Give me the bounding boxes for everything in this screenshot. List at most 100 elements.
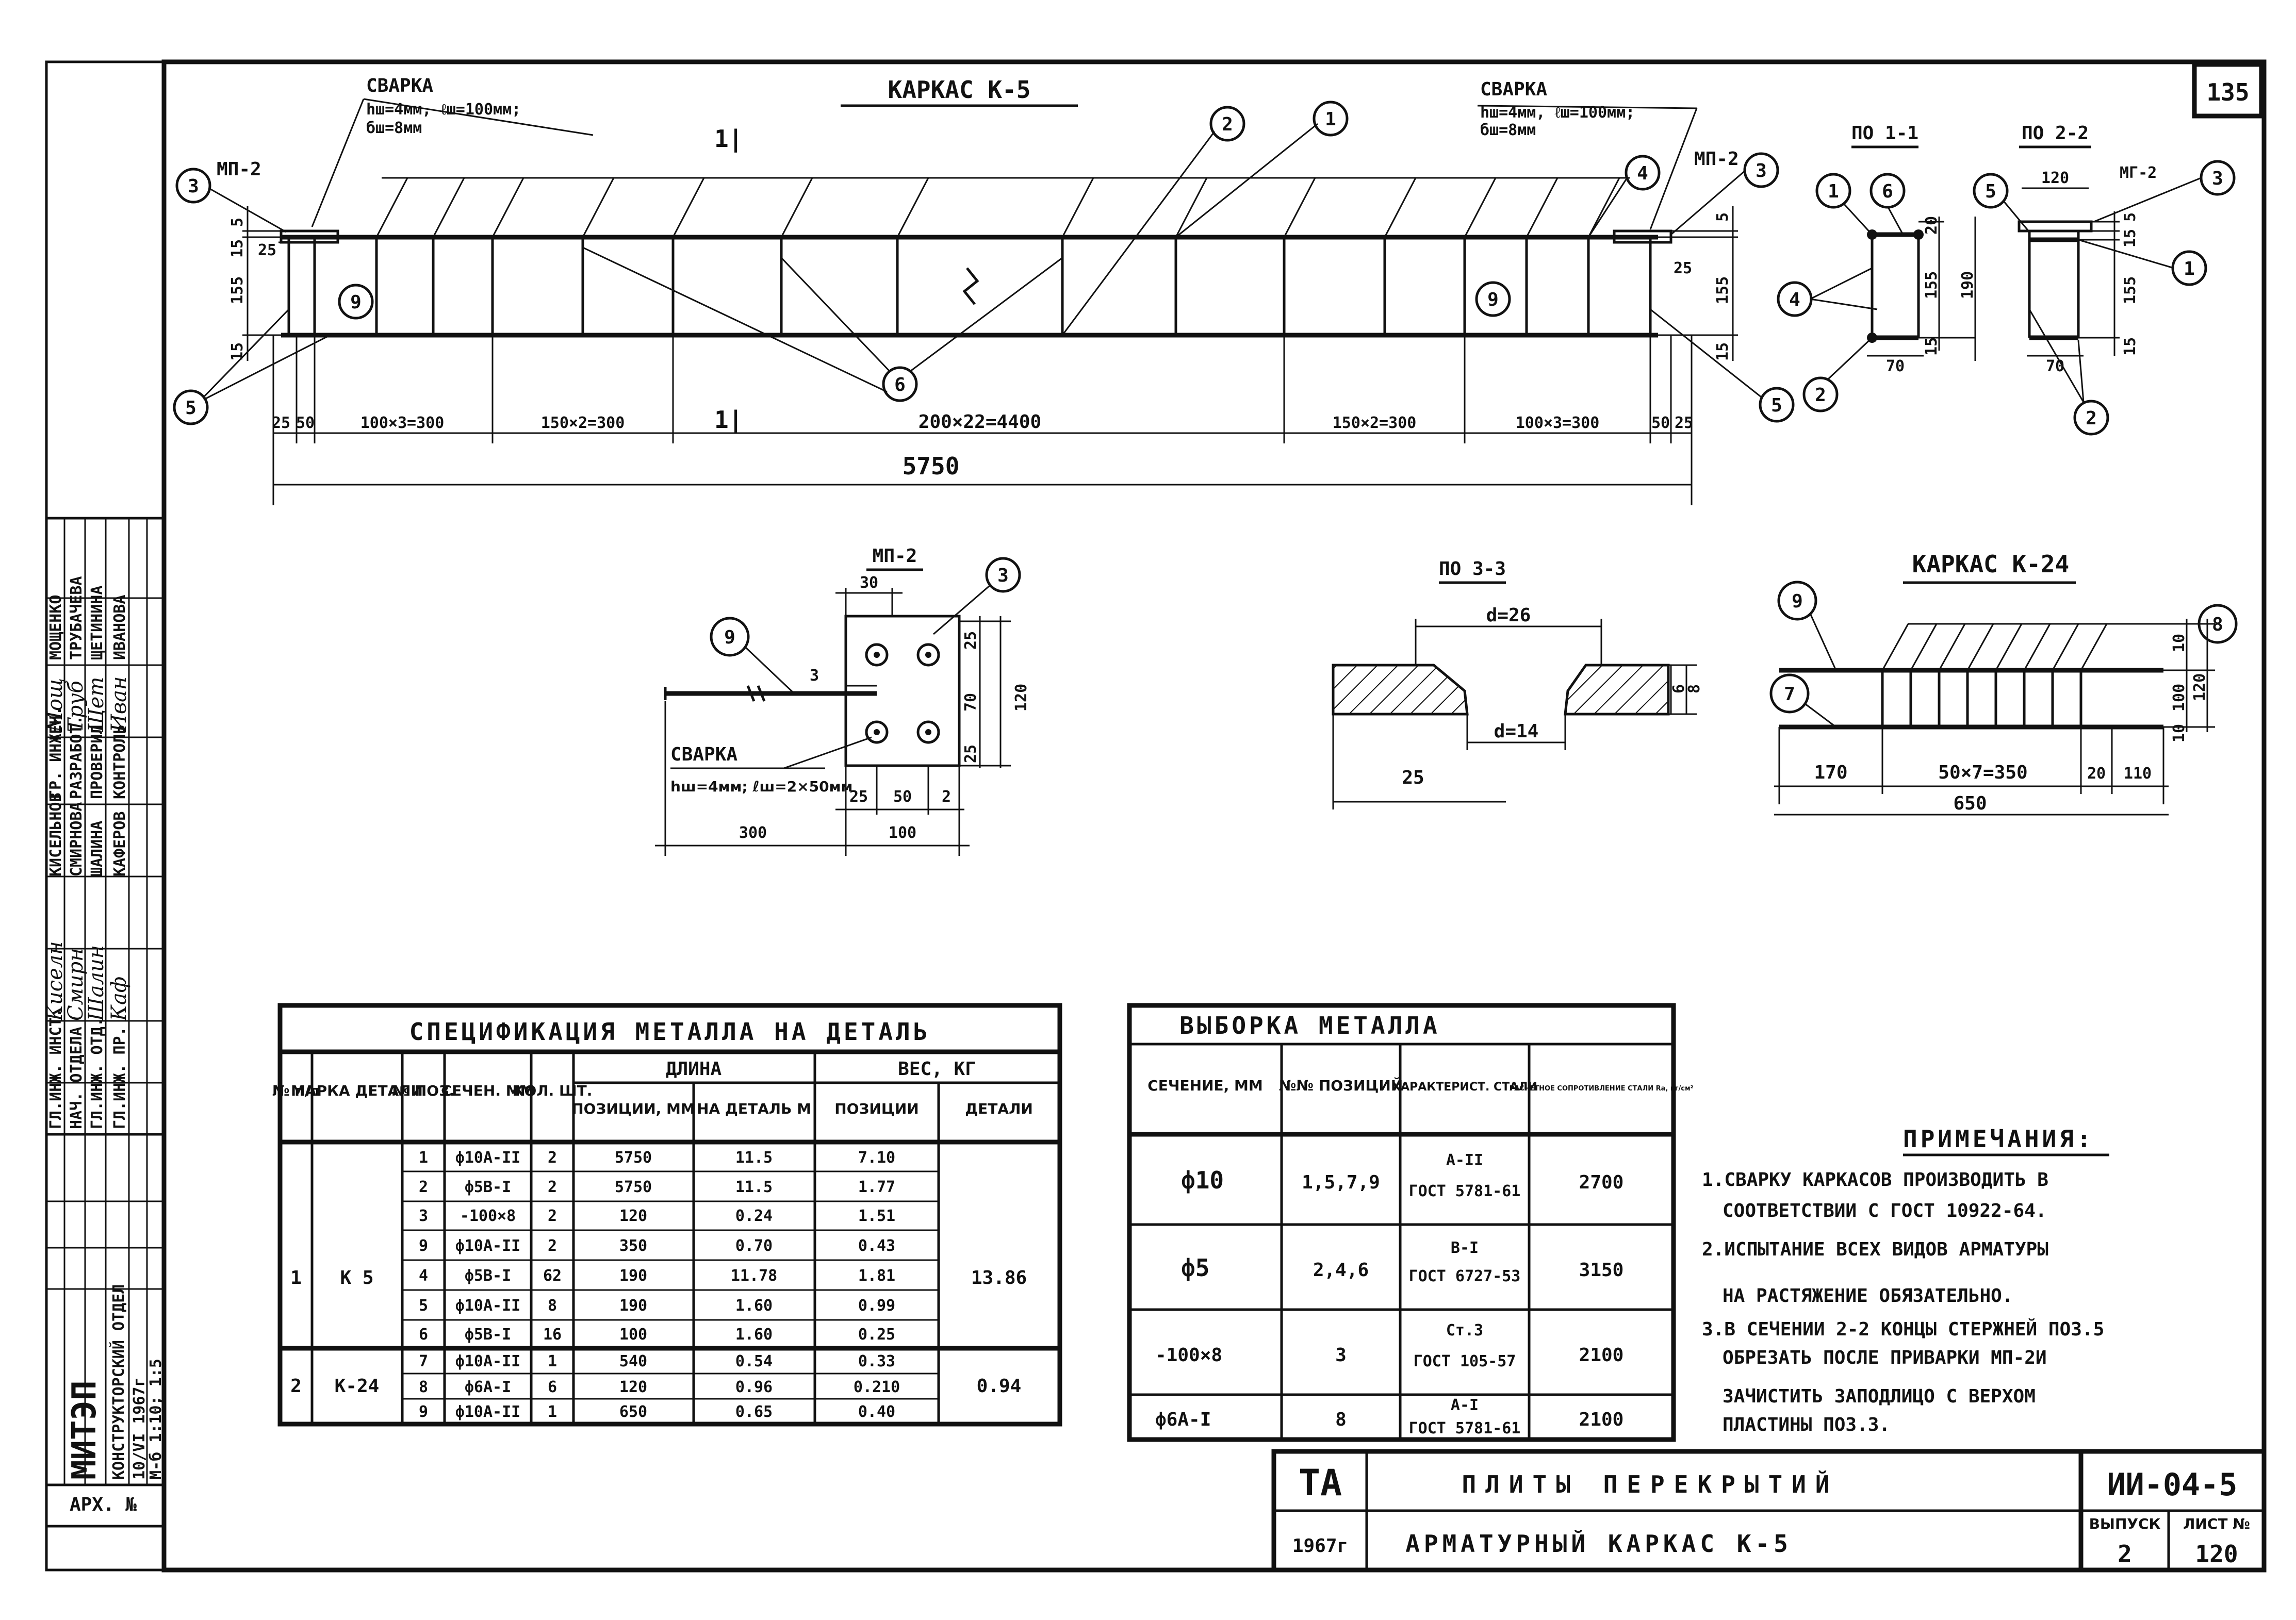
svg-text:3: 3 [1335,1345,1347,1366]
svg-text:6: 6 [1882,181,1893,202]
svg-text:ф5: ф5 [1181,1254,1209,1282]
k5-drawing: КАРКАС К-5 СВАРКА hш=4мм, ℓш=100мм; бш=8… [173,75,1795,505]
title-block: ТА 1967г ПЛИТЫ ПЕРЕКРЫТИЙ АРМАТУРНЫЙ КАР… [1271,1449,2267,1573]
svg-text:1,5,7,9: 1,5,7,9 [1302,1172,1380,1193]
stamp-name-3: КАФЕРОВ [111,812,129,877]
svg-text:1: 1 [419,1149,428,1167]
stamp-sign-6: Щет [85,677,108,733]
svg-text:13.86: 13.86 [971,1267,1027,1288]
svg-text:120: 120 [1012,684,1030,712]
spec-row-1: 2 ф5В-I 2 5750 11.5 1.77 [419,1178,895,1196]
svg-text:ПОЗИЦИИ: ПОЗИЦИИ [834,1100,919,1117]
stamp-name-7: ИВАНОВА [111,595,129,660]
svg-text:15: 15 [1923,337,1941,356]
notes: ПРИМЕЧАНИЯ: 1.СВАРКУ КАРКАСОВ ПРОИЗВОДИТ… [1702,1125,2109,1435]
svg-text:А-II: А-II [1446,1151,1483,1169]
svg-text:№ п/п: № п/п [272,1082,320,1099]
svg-text:2: 2 [548,1207,557,1225]
svg-text:11.5: 11.5 [735,1178,773,1196]
svg-text:5: 5 [1985,181,1996,202]
svg-text:20: 20 [2087,765,2106,783]
stamp-name-6: ЩЕТИНИНА [88,586,106,660]
svg-text:2: 2 [290,1376,302,1397]
svg-text:ВЫПУСК: ВЫПУСК [2089,1515,2161,1532]
stamp-sign-1: Смирн [64,948,88,1021]
svg-text:1: 1 [290,1267,302,1288]
k5-total-length: 5750 [903,452,960,480]
svg-text:4: 4 [1637,163,1648,184]
page-number: 135 [2206,78,2249,106]
svg-text:25: 25 [258,241,276,259]
svg-text:190: 190 [1959,271,1977,299]
svg-text:ф5В-I: ф5В-I [465,1178,511,1196]
spec-row-0: 1 ф10А-II 2 5750 11.5 7.10 [419,1149,895,1167]
svg-text:ф10А-II: ф10А-II [455,1149,520,1167]
svg-text:0.70: 0.70 [735,1237,773,1255]
svg-text:9: 9 [419,1403,428,1421]
svg-text:РАСЧЕТНОЕ СОПРОТИВЛЕНИЕ СТАЛИ: РАСЧЕТНОЕ СОПРОТИВЛЕНИЕ СТАЛИ Rа, кг/см² [1510,1085,1694,1093]
svg-text:1: 1 [548,1403,557,1421]
svg-text:650: 650 [1953,793,1987,814]
svg-text:К-24: К-24 [335,1376,380,1397]
svg-text:А-I: А-I [1451,1396,1479,1414]
svg-text:155: 155 [1714,276,1732,304]
svg-text:ф10А-II: ф10А-II [455,1237,520,1255]
sec22-title: ПО 2-2 [2022,123,2089,144]
svg-text:ГОСТ 5781-61: ГОСТ 5781-61 [1409,1182,1521,1200]
spec-row-9: 9 ф10А-II 1 650 0.65 0.40 [419,1403,895,1421]
svg-text:ХАРАКТЕРИСТ. СТАЛИ: ХАРАКТЕРИСТ. СТАЛИ [1392,1081,1537,1094]
svg-text:0.65: 0.65 [735,1403,773,1421]
side-stamp: МИТЭП КОНСТРУКТОРСКИЙ ОТДЕЛ 10/VI 1967г … [43,517,165,1515]
svg-text:5: 5 [1714,212,1732,222]
spec-row-3: 9 ф10А-II 2 350 0.70 0.43 [419,1237,895,1255]
stamp-role-6: ПРОВЕРИЛ [88,725,106,800]
svg-text:10: 10 [2170,634,2188,652]
spec-rows: 1 ф10А-II 2 5750 11.5 7.10 2 ф5В-I 2 575… [419,1149,900,1421]
svg-text:300: 300 [739,824,767,842]
svg-text:25: 25 [1675,414,1693,432]
svg-text:2: 2 [1222,114,1233,135]
stamp-name-4: МОЩЕНКО [47,595,65,660]
svg-text:1.СВАРКУ КАРКАСОВ ПРОИЗВОДИТЬ: 1.СВАРКУ КАРКАСОВ ПРОИЗВОДИТЬ В [1702,1169,2048,1191]
svg-text:50: 50 [296,414,315,432]
svg-text:190: 190 [619,1297,647,1315]
svg-text:2: 2 [548,1178,557,1196]
svg-text:50: 50 [1651,414,1670,432]
svg-text:350: 350 [619,1237,647,1255]
svg-text:15: 15 [228,342,247,361]
svg-text:8: 8 [2212,614,2223,635]
svg-text:7.10: 7.10 [858,1149,895,1167]
svg-text:№ ПОЗ.: № ПОЗ. [392,1082,454,1099]
svg-text:hш=4мм; ℓш=2×50мм: hш=4мм; ℓш=2×50мм [670,778,852,795]
section-1-1: ПО 1-1 20 155 190 15 70 1 6 4 2 [1777,123,1977,412]
svg-text:100: 100 [2170,684,2188,712]
svg-text:11.78: 11.78 [731,1267,777,1285]
svg-text:0.24: 0.24 [735,1207,773,1225]
svg-text:8: 8 [548,1297,557,1315]
svg-text:7: 7 [1784,684,1795,705]
svg-text:7: 7 [419,1352,428,1370]
k5-mp-right: МП-2 [1694,148,1739,170]
spec-row-7: 7 ф10А-II 1 540 0.54 0.33 [419,1352,895,1370]
svg-text:НА ДЕТАЛЬ М: НА ДЕТАЛЬ М [697,1100,811,1117]
svg-text:2,4,6: 2,4,6 [1313,1260,1369,1281]
svg-text:15: 15 [2121,229,2139,247]
svg-text:3.В СЕЧЕНИИ 2-2 КОНЦЫ СТЕРЖНЕЙ: 3.В СЕЧЕНИИ 2-2 КОНЦЫ СТЕРЖНЕЙ ПОЗ.5 [1702,1318,2104,1340]
svg-text:2: 2 [2086,408,2097,429]
vyb-row-0: ф10 1,5,7,9 А-II ГОСТ 5781-61 2700 [1181,1151,1623,1200]
svg-text:1: 1 [1828,181,1839,202]
svg-text:ЗАЧИСТИТЬ ЗАПОДЛИЦО С ВЕРХОМ: ЗАЧИСТИТЬ ЗАПОДЛИЦО С ВЕРХОМ [1723,1386,2036,1407]
svg-text:50: 50 [893,788,912,806]
title-line1: ПЛИТЫ ПЕРЕКРЫТИЙ [1462,1470,1839,1498]
svg-text:150×2=300: 150×2=300 [541,414,625,432]
svg-text:25: 25 [849,788,868,806]
svg-text:110: 110 [2124,765,2152,783]
svg-text:ф6А-I: ф6А-I [465,1378,511,1396]
svg-text:d=14: d=14 [1494,721,1539,742]
svg-text:15: 15 [2121,337,2139,356]
svg-text:120: 120 [619,1207,647,1225]
org-mark: ТА [1299,1462,1342,1504]
stamp-name-1: СМИРНОВА [68,802,86,877]
stamp-date: 10/VI 1967г [130,1377,149,1480]
